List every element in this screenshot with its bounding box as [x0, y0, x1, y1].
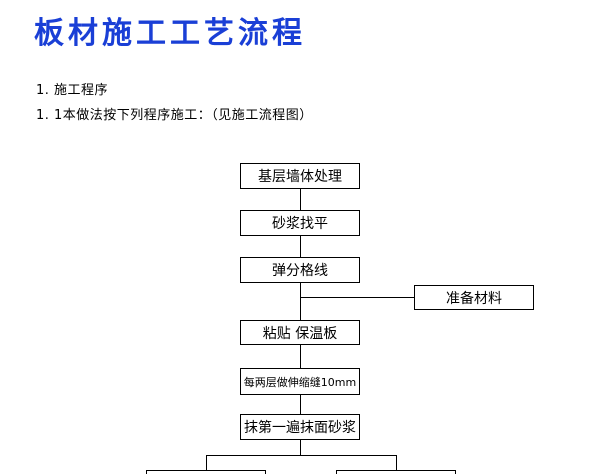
flow-step-label: 基层墙体处理 — [258, 169, 342, 185]
flow-step-label: 抹第一遍抹面砂浆 — [244, 420, 356, 436]
flow-step-label: 砂浆找平 — [272, 216, 328, 232]
connector-1-2 — [300, 188, 301, 210]
connector-5-6 — [300, 394, 301, 414]
flow-side-label: 准备材料 — [446, 290, 502, 307]
connector-split-left — [206, 455, 207, 474]
flow-step-mortar-level: 砂浆找平 — [240, 210, 360, 236]
connector-split-right — [396, 455, 397, 474]
flow-step-next-right — [336, 470, 456, 474]
flow-step-first-coat: 抹第一遍抹面砂浆 — [240, 414, 360, 440]
connector-4-5 — [300, 344, 301, 368]
section-heading: 1. 施工程序 — [36, 83, 109, 98]
section-description: 1. 1本做法按下列程序施工：（见施工流程图） — [36, 108, 313, 123]
flow-step-grid-lines: 弹分格线 — [240, 257, 360, 283]
connector-3-4 — [300, 282, 301, 320]
page-title: 板材施工工艺流程 — [34, 16, 306, 51]
flow-side-prepare-materials: 准备材料 — [414, 285, 534, 310]
flow-step-label: 弹分格线 — [272, 263, 328, 279]
flow-step-attach-board: 粘贴 保温板 — [240, 320, 360, 345]
flow-step-base-wall: 基层墙体处理 — [240, 163, 360, 189]
flow-step-expansion-joint: 每两层做伸缩缝10mm — [240, 368, 360, 395]
flow-step-label: 每两层做伸缩缝10mm — [243, 375, 357, 389]
connector-2-3 — [300, 235, 301, 257]
flow-step-label: 粘贴 保温板 — [262, 325, 338, 342]
flow-step-next-left — [146, 470, 266, 474]
connector-6-split — [300, 439, 301, 455]
connector-side-branch — [300, 297, 414, 298]
connector-split-bar — [206, 455, 396, 456]
